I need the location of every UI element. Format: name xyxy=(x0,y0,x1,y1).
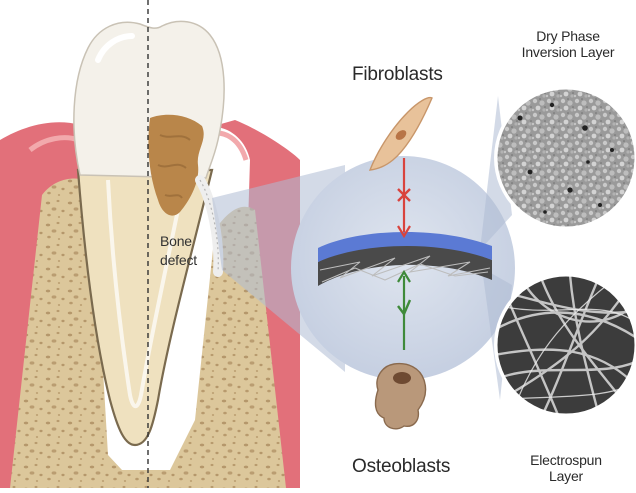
bone-defect-line2: defect xyxy=(160,251,197,270)
fibroblasts-label: Fibroblasts xyxy=(352,64,443,86)
electrospun-line2: Layer xyxy=(510,468,622,484)
osteoblasts-label: Osteoblasts xyxy=(352,456,450,478)
dry-phase-line1: Dry Phase xyxy=(508,28,628,44)
electrospun-line1: Electrospun xyxy=(510,452,622,468)
bone-defect-line1: Bone xyxy=(160,232,197,251)
membrane-in-defect xyxy=(200,180,218,272)
dry-phase-label: Dry Phase Inversion Layer xyxy=(508,28,628,60)
dry-phase-micrograph xyxy=(494,86,636,230)
electrospun-label: Electrospun Layer xyxy=(510,452,622,484)
osteoblast-nucleus xyxy=(393,372,411,384)
bone-defect-label: Bone defect xyxy=(160,232,197,270)
dry-phase-line2: Inversion Layer xyxy=(508,44,628,60)
electrospun-micrograph xyxy=(494,273,636,420)
